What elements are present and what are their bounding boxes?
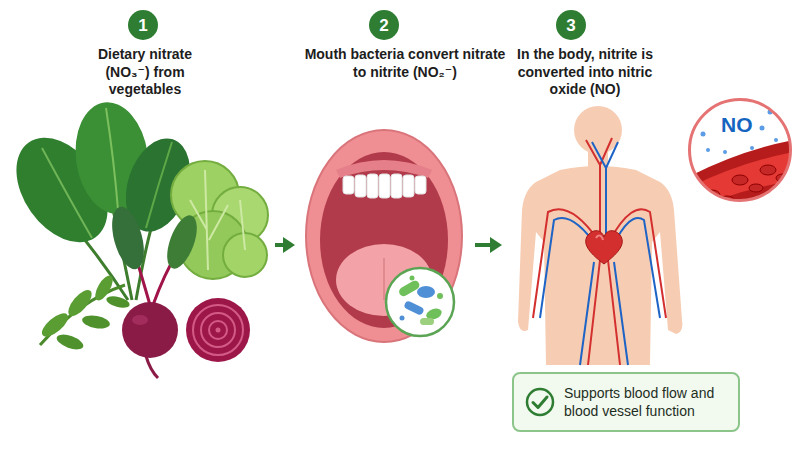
spinach-leaf — [146, 142, 172, 228]
benefit-box: Supports blood flow and blood vessel fun… — [512, 372, 740, 432]
bacteria-inset — [420, 318, 434, 325]
arugula — [105, 294, 131, 310]
step-number: 1 — [138, 17, 147, 34]
beet — [106, 203, 150, 272]
molecule-label: NO — [721, 114, 753, 135]
flow-arrow — [275, 237, 295, 253]
bacteria-inset — [410, 276, 415, 281]
bacteria-inset — [403, 300, 425, 316]
blood-vessel-inset — [760, 165, 776, 175]
blood-vessel-inset — [760, 126, 765, 131]
teeth — [343, 176, 354, 194]
blood-vessel-inset — [749, 184, 763, 192]
arrow-head — [283, 237, 295, 253]
open-mouth — [306, 130, 462, 342]
benefit-text-group: Supports blood flow and blood vessel fun… — [514, 376, 738, 428]
blood-vessel-inset — [776, 174, 790, 182]
arugula — [81, 314, 111, 331]
bacteria-inset — [397, 279, 421, 298]
blood-vessel-inset — [686, 96, 794, 224]
teeth — [403, 175, 414, 197]
beet-slice — [186, 298, 250, 362]
blood-vessel-inset — [774, 138, 778, 142]
teeth — [391, 174, 402, 198]
teeth — [367, 174, 378, 198]
beet — [161, 212, 203, 273]
check-icon — [527, 389, 553, 415]
bacteria-inset — [437, 293, 443, 299]
blood-vessel-inset — [704, 190, 720, 200]
beet-slice — [209, 321, 227, 339]
blood-vessel-inset — [686, 152, 794, 213]
step-number: 2 — [379, 17, 388, 34]
vein — [592, 142, 618, 235]
artery — [586, 138, 612, 235]
step-heading-group: Dietary nitrate (NO₃⁻) from vegetables — [80, 46, 210, 99]
arugula — [55, 332, 85, 353]
blood-vessel-inset — [723, 150, 727, 154]
arrow-head — [490, 237, 502, 253]
teeth — [415, 176, 426, 194]
step-heading: Mouth bacteria convert nitrate to nitrit… — [302, 46, 508, 81]
step-panel: 1Dietary nitrate (NO₃⁻) from vegetables — [15, 108, 272, 365]
step-heading-group: In the body, nitrite is converted into n… — [515, 46, 655, 99]
blood-vessel-inset — [686, 140, 794, 224]
blood-vessel-inset — [732, 175, 748, 185]
beet — [106, 203, 203, 378]
blood-vessel-inset — [768, 110, 773, 115]
step-heading-group: Mouth bacteria convert nitrate to nitrit… — [302, 46, 508, 81]
step-panel: 3In the body, nitrite is converted into … — [505, 90, 796, 440]
beet-slice — [193, 305, 243, 355]
vein — [580, 262, 628, 365]
flow-arrow — [475, 243, 492, 247]
check-icon — [525, 387, 555, 417]
number-badge: 1 — [128, 10, 158, 40]
human-body — [596, 236, 603, 240]
open-mouth — [306, 130, 462, 342]
nitric-oxide-inset: NO — [688, 98, 792, 202]
number-badge: 2 — [369, 10, 399, 40]
step-heading: Dietary nitrate (NO₃⁻) from vegetables — [80, 46, 210, 99]
bacteria-inset — [386, 268, 454, 336]
blood-vessel-inset — [701, 132, 706, 137]
bacteria-inset — [417, 286, 435, 298]
beet-slice — [201, 313, 235, 347]
blood-vessel-inset — [750, 146, 754, 150]
beet — [146, 356, 158, 378]
blood-vessel-inset — [706, 148, 710, 152]
arugula — [40, 285, 125, 345]
artery — [533, 138, 666, 365]
open-mouth — [383, 258, 385, 300]
beet-slice — [186, 298, 250, 362]
flow-arrow — [475, 237, 502, 253]
step-heading: In the body, nitrite is converted into n… — [515, 46, 655, 99]
benefit-text: Supports blood flow and blood vessel fun… — [564, 376, 738, 428]
step-panel: 2Mouth bacteria convert nitrate to nitri… — [298, 120, 472, 352]
bacteria-inset — [400, 316, 405, 321]
beet-slice — [216, 328, 221, 333]
step-number: 3 — [566, 17, 575, 34]
human-body — [586, 231, 623, 264]
beet — [132, 315, 148, 325]
arugula — [38, 273, 131, 353]
arugula — [64, 286, 95, 320]
human-body — [518, 106, 682, 365]
vein — [540, 142, 660, 365]
lettuce — [223, 233, 267, 277]
teeth — [355, 175, 366, 197]
teeth — [343, 174, 426, 198]
spinach-leaf — [106, 108, 118, 210]
teeth — [379, 174, 390, 198]
bacteria-inset — [386, 268, 454, 336]
number-badge: 3 — [556, 10, 586, 40]
check-icon — [533, 397, 547, 408]
lettuce — [190, 170, 245, 270]
vegetables — [0, 98, 268, 378]
beet — [122, 302, 178, 358]
